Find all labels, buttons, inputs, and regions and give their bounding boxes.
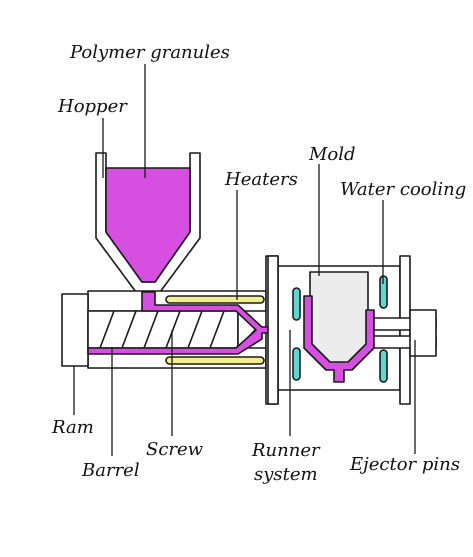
label-polymer-granules: Polymer granules <box>69 42 230 63</box>
label-hopper: Hopper <box>57 96 128 117</box>
label-barrel: Barrel <box>81 460 140 481</box>
ejector-pins <box>373 309 437 357</box>
polymer-melt-channel <box>87 291 341 355</box>
water-cooling-channels <box>292 275 388 383</box>
label-water-cooling: Water cooling <box>340 179 466 200</box>
heater-top <box>165 295 265 304</box>
label-ejector-pins: Ejector pins <box>349 454 460 475</box>
polymer-granules-fill <box>105 167 191 283</box>
heater-bottom <box>165 356 265 365</box>
label-mold: Mold <box>308 144 356 165</box>
label-runner-system-line2: system <box>254 464 318 485</box>
label-heaters: Heaters <box>224 169 298 190</box>
label-screw: Screw <box>146 439 204 460</box>
label-ram: Ram <box>51 417 94 438</box>
ram <box>61 293 89 367</box>
label-runner-system-line1: Runner <box>251 440 321 461</box>
